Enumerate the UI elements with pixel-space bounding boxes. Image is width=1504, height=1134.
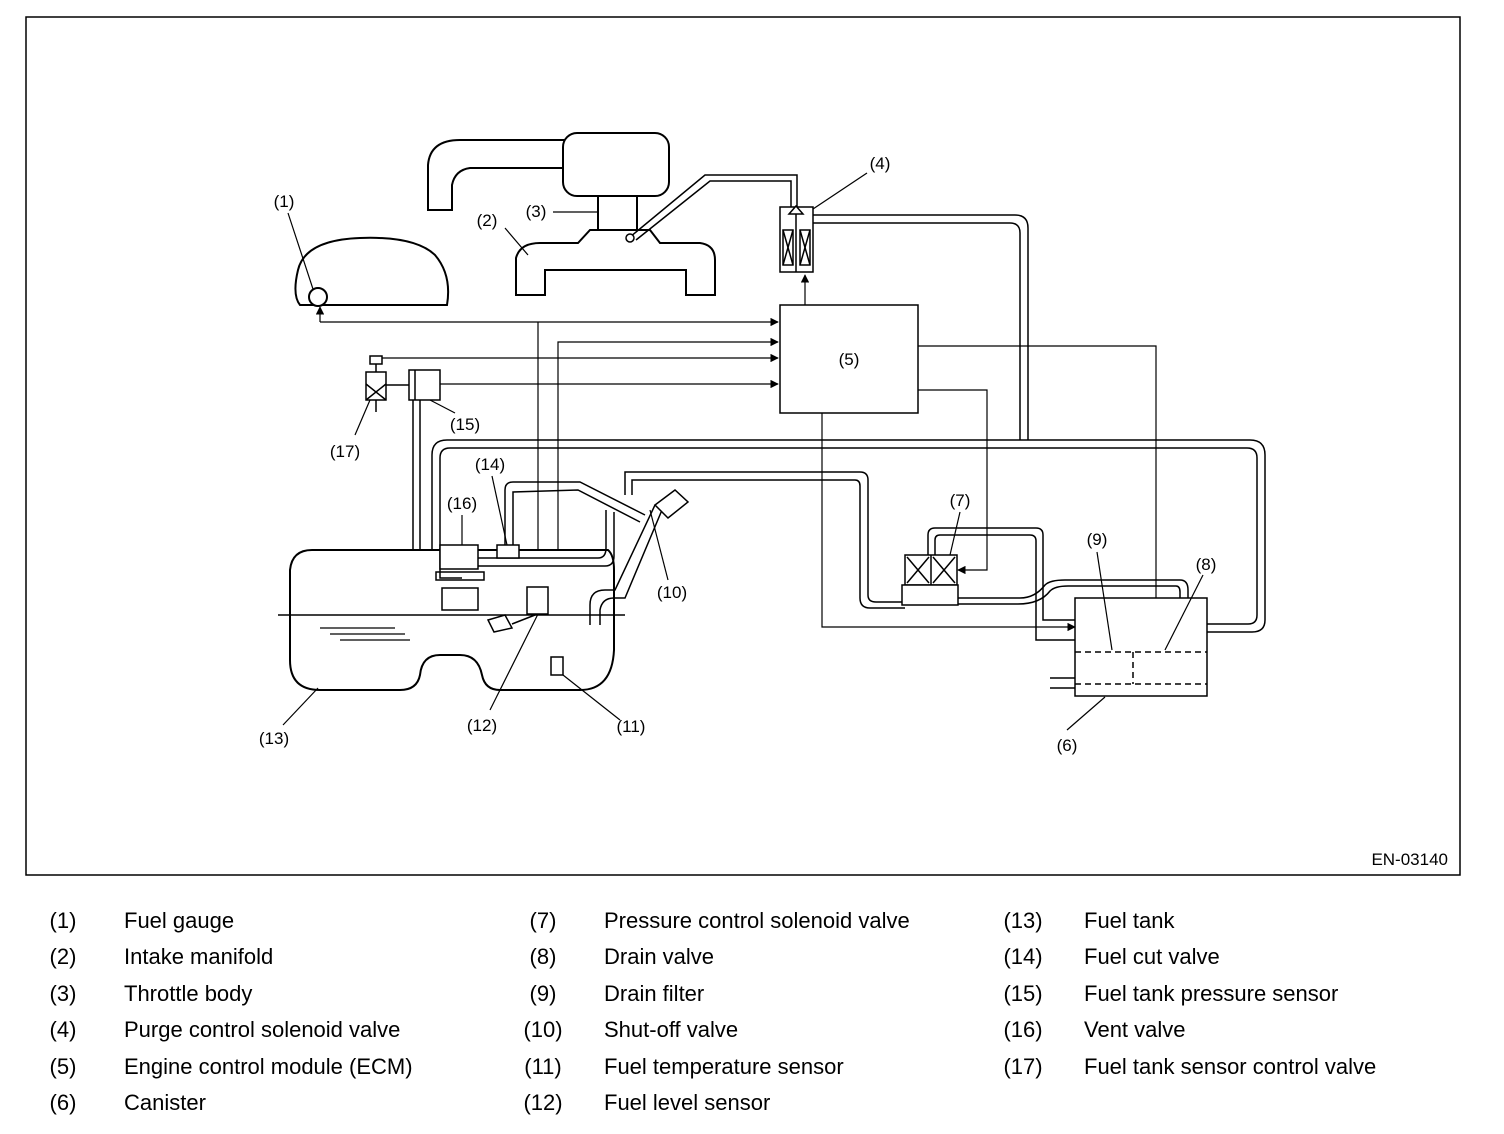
callout-14: (14) bbox=[475, 455, 505, 474]
diagram-border bbox=[25, 16, 1461, 876]
callout-15: (15) bbox=[450, 415, 480, 434]
callout-3: (3) bbox=[526, 202, 547, 221]
callout-11: (11) bbox=[617, 717, 646, 736]
legend-label: Vent valve bbox=[1084, 1017, 1186, 1043]
legend-number: (6) bbox=[49, 1089, 77, 1115]
signal-wires bbox=[315, 274, 1161, 665]
fuel-pump-assembly bbox=[435, 571, 485, 611]
callout-2: (2) bbox=[477, 211, 498, 230]
evap-loop-line bbox=[431, 439, 1266, 633]
callout-12: (12) bbox=[467, 716, 497, 735]
callout-4: (4) bbox=[870, 154, 891, 173]
fuel-tank-pressure-sensor bbox=[386, 369, 441, 401]
fuel-tank bbox=[289, 549, 615, 691]
legend-number: (14) bbox=[1003, 944, 1043, 970]
figure-id: EN-03140 bbox=[1371, 850, 1448, 869]
legend-label: Canister bbox=[124, 1089, 206, 1115]
legend-label: Throttle body bbox=[124, 980, 253, 1006]
legend-label: Fuel cut valve bbox=[1084, 944, 1220, 970]
legend-label: Drain valve bbox=[604, 944, 715, 970]
fuel-cut-valve-line bbox=[439, 481, 646, 579]
canister bbox=[1074, 597, 1208, 697]
legend-number: (8) bbox=[529, 944, 557, 970]
callout-13: (13) bbox=[259, 729, 289, 748]
pressure-sensor-tube bbox=[412, 400, 421, 550]
callout-10: (10) bbox=[657, 583, 687, 602]
legend-label: Fuel tank bbox=[1084, 908, 1175, 933]
legend-label: Drain filter bbox=[604, 980, 705, 1006]
fuel-temperature-sensor bbox=[550, 656, 564, 676]
legend-label: Fuel tank pressure sensor bbox=[1084, 980, 1339, 1006]
fuel-cut-valve bbox=[496, 544, 520, 559]
callout-16: (16) bbox=[447, 494, 477, 513]
legend-number: (3) bbox=[49, 980, 77, 1006]
fuel-level-sensor bbox=[526, 586, 549, 615]
fuel-surface-marks bbox=[320, 627, 410, 641]
leader-lines bbox=[282, 172, 1204, 731]
legend-label: Shut-off valve bbox=[604, 1017, 739, 1043]
purge-canister-line bbox=[813, 214, 1029, 440]
legend-label: Fuel gauge bbox=[124, 908, 235, 933]
legend-label: Fuel level sensor bbox=[604, 1089, 771, 1115]
legend-number: (15) bbox=[1003, 980, 1043, 1006]
legend-number: (7) bbox=[529, 908, 557, 933]
pressure-control-solenoid-valve bbox=[901, 554, 959, 606]
legend-number: (16) bbox=[1003, 1017, 1043, 1043]
vent-valve bbox=[439, 544, 479, 570]
legend-number: (17) bbox=[1003, 1053, 1043, 1079]
legend-number: (9) bbox=[529, 980, 557, 1006]
legend-number: (1) bbox=[49, 908, 77, 933]
callout-7: (7) bbox=[950, 491, 971, 510]
callout-1: (1) bbox=[274, 192, 295, 211]
legend-number: (11) bbox=[524, 1053, 562, 1079]
legend-number: (12) bbox=[523, 1089, 563, 1115]
purge-control-solenoid-valve bbox=[779, 204, 814, 273]
legend-label: Purge control solenoid valve bbox=[124, 1017, 401, 1043]
filler-neck bbox=[589, 489, 690, 625]
legend-label: Fuel tank sensor control valve bbox=[1084, 1053, 1377, 1079]
legend-number: (13) bbox=[1003, 908, 1043, 933]
purge-line bbox=[625, 174, 798, 243]
callout-9: (9) bbox=[1087, 530, 1108, 549]
canister-drain-pipe bbox=[1050, 677, 1075, 689]
legend-number: (4) bbox=[49, 1017, 77, 1043]
fuel-gauge-cluster bbox=[294, 236, 450, 307]
fuel-level-float bbox=[486, 614, 536, 633]
callout-5: (5) bbox=[839, 350, 860, 369]
callout-17: (17) bbox=[330, 442, 360, 461]
fuel-tank-sensor-control-valve bbox=[365, 355, 387, 412]
shutoff-to-canister-line bbox=[624, 471, 1189, 641]
legend-number: (5) bbox=[49, 1053, 77, 1079]
legend-label: Pressure control solenoid valve bbox=[604, 908, 910, 933]
intake-manifold bbox=[515, 229, 716, 296]
evap-system-diagram: (1) (2) (3) (4) (5) (6) (7) (8) (9) (10)… bbox=[25, 16, 1461, 876]
callout-8: (8) bbox=[1196, 555, 1217, 574]
legend-number: (10) bbox=[523, 1017, 563, 1043]
ecm-box bbox=[779, 304, 919, 414]
legend: (1) Fuel gauge (2) Intake manifold (3) Thro… bbox=[0, 900, 1504, 1134]
diagram-canvas: (1) (2) (3) (4) (5) (6) (7) (8) (9) (10)… bbox=[25, 16, 1461, 876]
legend-number: (2) bbox=[49, 944, 77, 970]
callout-6: (6) bbox=[1057, 736, 1078, 755]
legend-label: Engine control module (ECM) bbox=[124, 1053, 413, 1079]
legend-label: Intake manifold bbox=[124, 944, 274, 970]
legend-label: Fuel temperature sensor bbox=[604, 1053, 844, 1079]
throttle-body bbox=[597, 195, 638, 231]
